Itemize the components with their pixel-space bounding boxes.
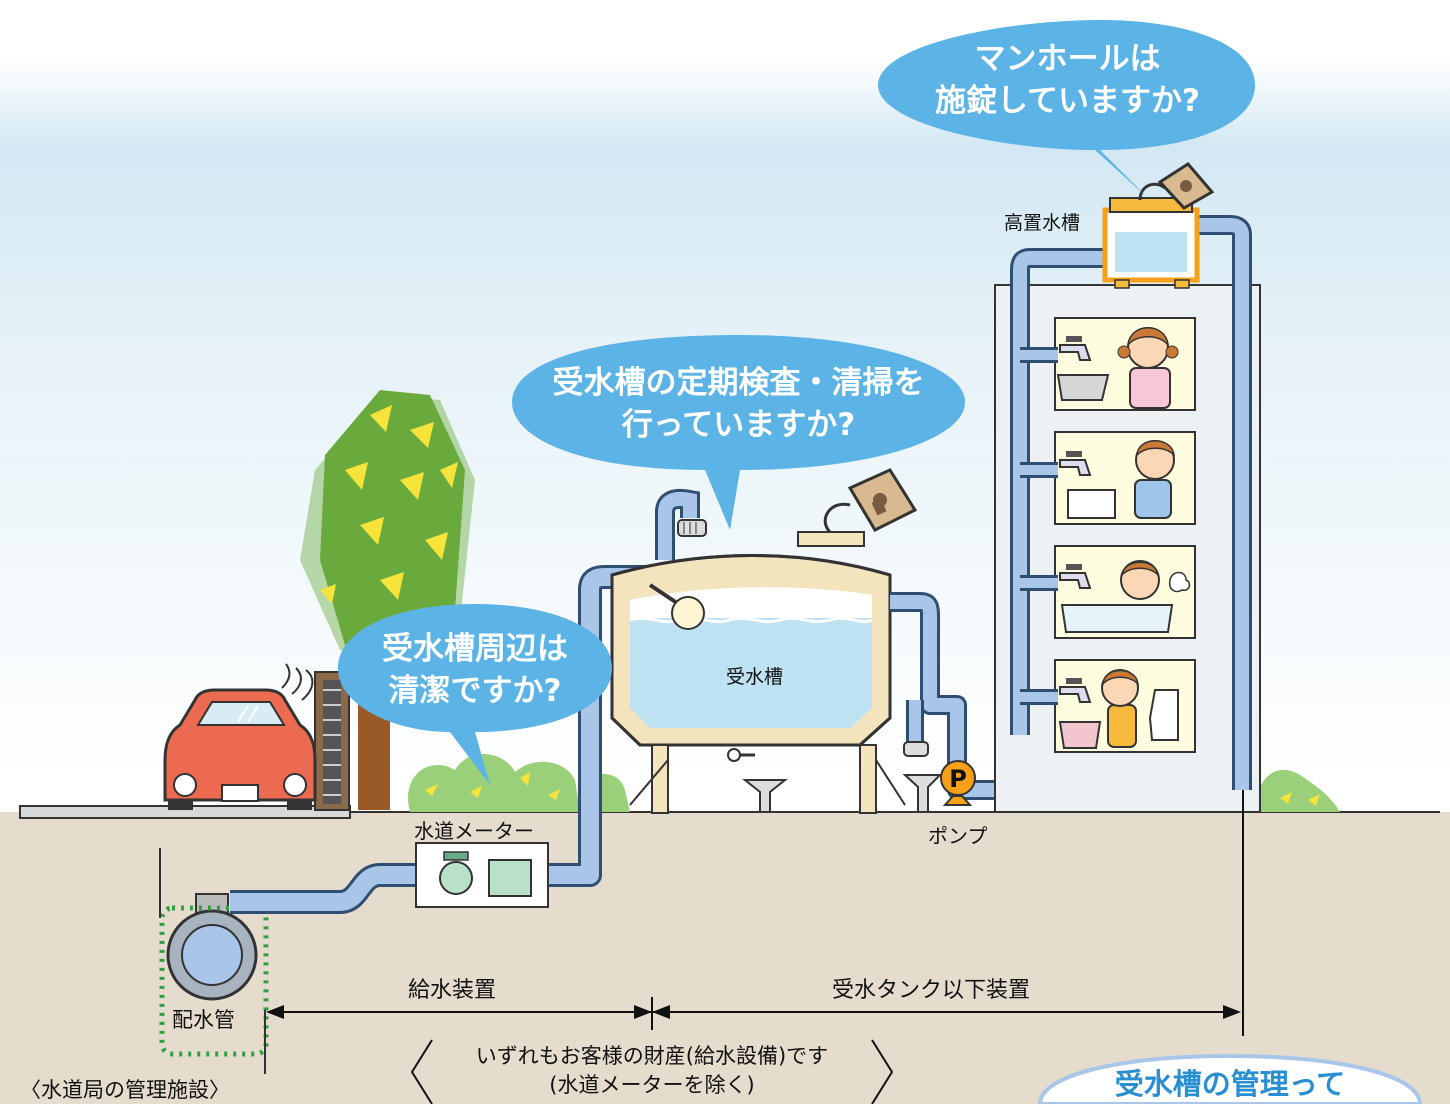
water-meter xyxy=(415,842,549,908)
label-bureau-facility: 〈水道局の管理施設〉 xyxy=(20,1078,230,1102)
bubble-management-shape xyxy=(1037,1053,1423,1104)
padlock-icon xyxy=(1138,162,1215,210)
label-below-tank-device: 受水タンク以下装置 xyxy=(832,978,1031,1003)
note-bracket-left xyxy=(410,1039,433,1104)
label-water-meter: 水道メーター xyxy=(414,819,534,843)
vent-cap-icon xyxy=(655,488,707,560)
pump xyxy=(940,760,976,806)
label-receiving-tank: 受水槽 xyxy=(726,666,784,688)
label-pump: ポンプ xyxy=(928,824,988,848)
gate-pillar xyxy=(314,671,350,811)
drain-valve-icon xyxy=(727,748,741,762)
note-bracket-right xyxy=(871,1039,894,1104)
bubble-surroundings-line2: 清潔ですか? xyxy=(388,673,562,709)
person-bather xyxy=(1120,560,1191,600)
car xyxy=(163,663,317,810)
bubble-management-line1: 受水槽の管理って xyxy=(1114,1067,1346,1101)
faucet-icon xyxy=(1059,451,1116,519)
ownership-note: いずれもお客様の財産(給水設備)です (水道メーターを除く) xyxy=(432,1042,872,1100)
ownership-note-line1: いずれもお客様の財産(給水設備)です xyxy=(475,1044,829,1068)
bubble-surroundings-line1: 受水槽周辺は xyxy=(382,631,568,667)
pump-symbol: P xyxy=(949,765,967,793)
label-supply-device: 給水装置 xyxy=(408,978,497,1003)
bubble-surroundings-shape xyxy=(338,604,612,785)
padlock-icon xyxy=(823,468,918,534)
bubble-inspection: 受水槽の定期検査・清掃を 行っていますか? xyxy=(512,362,965,446)
person-girl xyxy=(1117,327,1179,409)
faucet-icon xyxy=(1056,336,1110,401)
label-distribution-main: 配水管 xyxy=(172,1004,235,1034)
receiving-tank xyxy=(610,531,906,814)
person-handwasher xyxy=(1101,669,1140,748)
faucet-icon xyxy=(1059,564,1174,633)
person-boy xyxy=(1134,440,1175,519)
range-dimension xyxy=(266,790,1244,1036)
ownership-note-line2: (水道メーターを除く) xyxy=(549,1073,755,1097)
bubble-manhole-line1: マンホールは xyxy=(974,41,1161,77)
bubble-management: 受水槽の管理って xyxy=(1040,1064,1420,1104)
bubble-manhole-shape xyxy=(878,20,1255,198)
bubble-inspection-line1: 受水槽の定期検査・清掃を xyxy=(552,365,925,401)
elevated-tank xyxy=(1102,197,1200,289)
distribution-main-highlight xyxy=(159,905,269,1057)
distribution-main xyxy=(159,848,269,1074)
bubble-surroundings: 受水槽周辺は 清潔ですか? xyxy=(338,628,612,712)
tree xyxy=(300,390,475,810)
bubble-inspection-shape xyxy=(512,335,965,530)
label-elevated-tank: 高置水槽 xyxy=(1004,212,1081,234)
bubble-manhole: マンホールは 施錠していますか? xyxy=(880,38,1255,122)
bubble-manhole-line2: 施錠していますか? xyxy=(934,83,1201,119)
bubble-inspection-line2: 行っていますか? xyxy=(621,407,856,443)
float-valve-icon xyxy=(648,583,705,630)
faucet-icon xyxy=(1058,678,1179,749)
